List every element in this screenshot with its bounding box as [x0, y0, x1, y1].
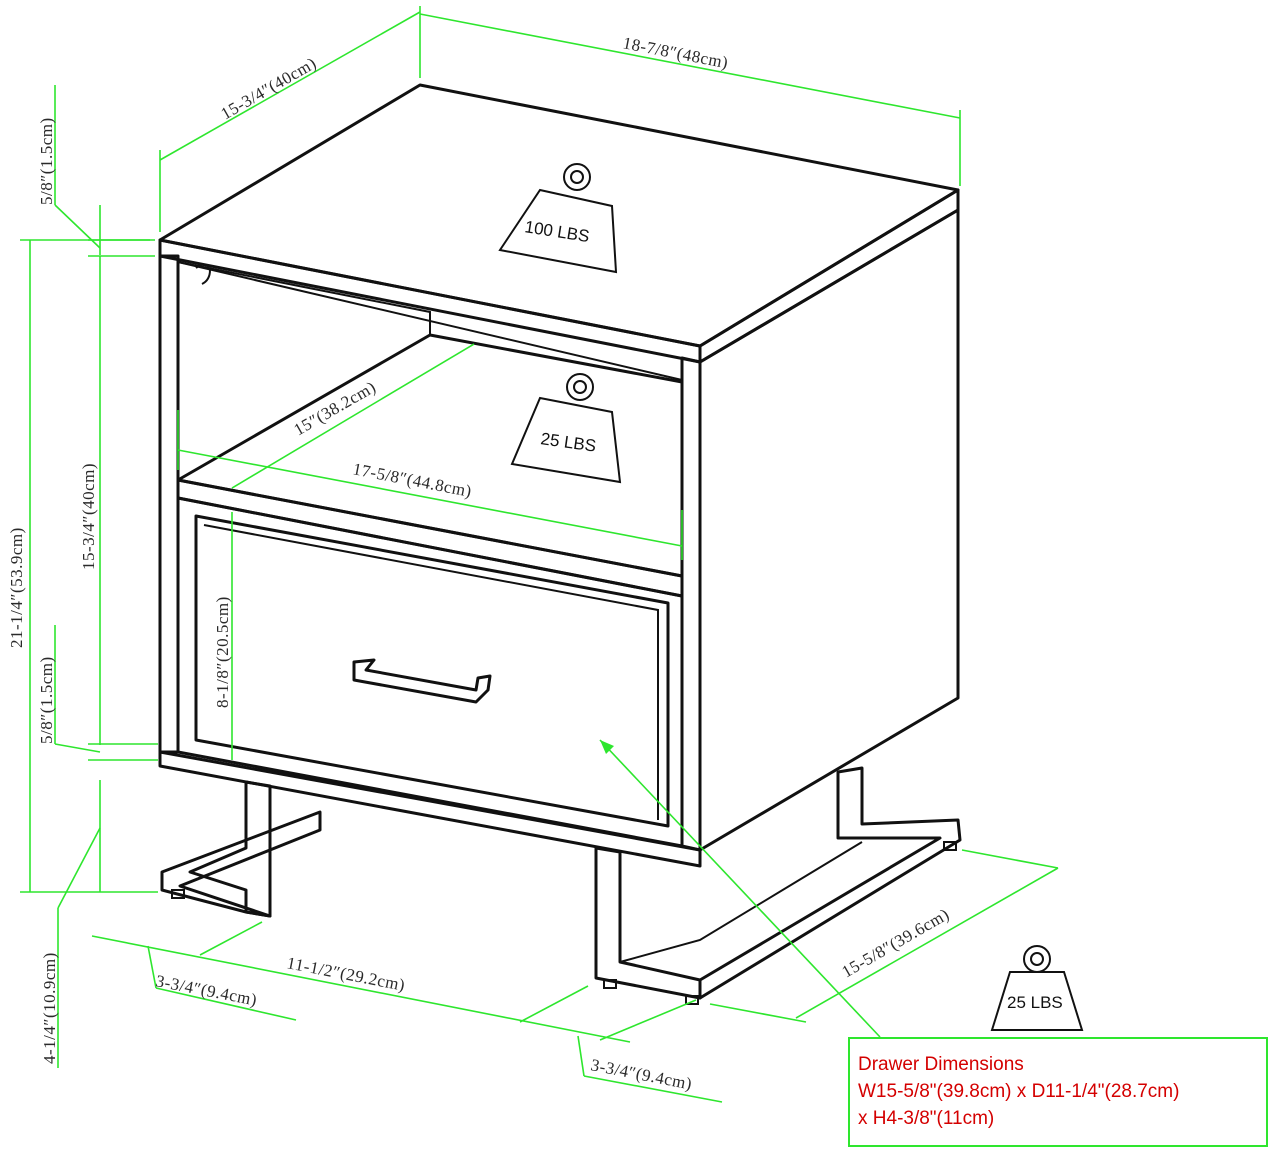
- left-leg-foot: [171, 889, 185, 899]
- label-bottom-thickness: 5/8″(1.5cm): [37, 656, 56, 744]
- left-leg: [188, 780, 272, 918]
- cabinet-left-post: [158, 254, 180, 754]
- cabinet-right-post: [680, 356, 702, 852]
- drawer-dimensions-note: Drawer Dimensions W15-5/8"(39.8cm) x D11…: [848, 1037, 1268, 1147]
- label-overall-height: 21-1/4″(53.9cm): [7, 527, 26, 648]
- label-base-depth: 15-5/8″(39.6cm): [839, 905, 953, 982]
- drawer-front: [194, 514, 670, 828]
- label-top-width: 18-7/8″(48cm): [621, 33, 730, 72]
- drawer-front-bevel: [203, 524, 659, 820]
- arrow-head-icon: [600, 740, 614, 754]
- label-top-thickness: 5/8″(1.5cm): [37, 117, 56, 205]
- left-leg-base: [160, 810, 322, 918]
- dimension-lines: [20, 6, 1059, 1103]
- right-leg-front: [594, 846, 702, 1000]
- dimension-labels: 15-3/4″(40cm) 18-7/8″(48cm) 5/8″(1.5cm) …: [7, 33, 953, 1093]
- note-title: Drawer Dimensions: [858, 1054, 1024, 1075]
- weight-tag-top: 100 LBS: [498, 163, 618, 274]
- weight-tag-drawer: 25 LBS: [990, 945, 1084, 1031]
- nightstand-drawing: [158, 83, 962, 1005]
- shelf-opening-top: [177, 261, 683, 381]
- right-leg-foot: [603, 979, 617, 989]
- note-line-1: W15-5/8"(39.8cm) x D11-1/4"(28.7cm): [858, 1081, 1180, 1102]
- label-top-depth: 15-3/4″(40cm): [218, 53, 320, 123]
- label-body-height: 15-3/4″(40cm): [79, 463, 98, 570]
- rear-leg-foot: [685, 995, 699, 1005]
- right-leg-side: [698, 766, 962, 1000]
- drawer-handle: [352, 658, 492, 704]
- weight-icon: [498, 188, 618, 274]
- label-leg-right-offset: 3-3/4″(9.4cm): [589, 1055, 694, 1093]
- right-leg-inner: [619, 841, 863, 963]
- drawer-frame: [176, 496, 684, 848]
- bottom-rail-front: [158, 750, 702, 868]
- weight-icon: [510, 396, 622, 484]
- label-leg-left-offset: 3-3/4″(9.4cm): [154, 971, 259, 1009]
- shelf-back-edge: [177, 261, 431, 335]
- weight-icon: [990, 971, 1084, 1031]
- label-leg-span: 11-1/2″(29.2cm): [285, 953, 407, 995]
- label-leg-height: 4-1/4″(10.9cm): [40, 952, 59, 1064]
- cable-hole: [195, 263, 212, 285]
- cabinet-side-panel: [698, 208, 960, 852]
- note-line-2: x H4-3/8"(11cm): [858, 1108, 995, 1129]
- weight-tag-shelf: 25 LBS: [510, 373, 622, 484]
- tabletop-side-edge: [698, 188, 960, 364]
- weight-label-drawer: 25 LBS: [1007, 993, 1063, 1012]
- label-drawer-front-height: 8-1/8″(20.5cm): [213, 596, 232, 708]
- tabletop-front-edge: [158, 238, 702, 364]
- side-leg-foot: [943, 841, 957, 851]
